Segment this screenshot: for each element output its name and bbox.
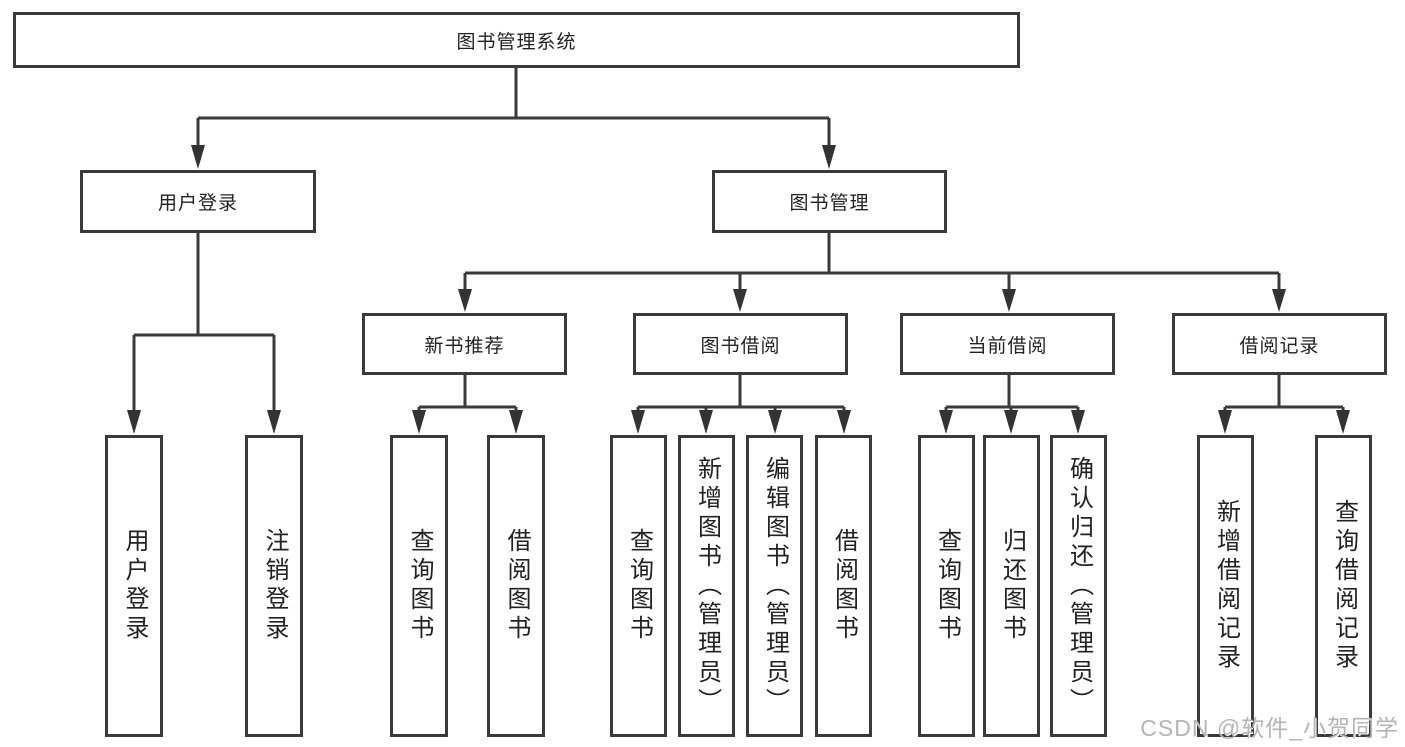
leaf-confirm-return-admin: 确认归还（管理员） [1050, 435, 1107, 737]
leaf-borrow-books: 借阅图书 [815, 435, 872, 737]
node-book-management: 图书管理 [712, 170, 947, 233]
node-book-borrow: 图书借阅 [633, 313, 848, 375]
leaf-current-query-books: 查询图书 [918, 435, 975, 737]
node-user-login: 用户登录 [80, 170, 316, 233]
leaf-recommend-query-books: 查询图书 [390, 435, 448, 737]
csdn-watermark: CSDN @软件_小贺同学 [1140, 715, 1399, 741]
leaf-borrow-query-books: 查询图书 [610, 435, 667, 737]
leaf-query-borrow-record: 查询借阅记录 [1315, 435, 1372, 737]
leaf-add-borrow-record: 新增借阅记录 [1197, 435, 1254, 737]
leaf-edit-books-admin: 编辑图书（管理员） [746, 435, 803, 737]
leaf-return-books: 归还图书 [983, 435, 1040, 737]
node-borrow-records: 借阅记录 [1172, 313, 1387, 375]
node-current-borrow: 当前借阅 [900, 313, 1115, 375]
leaf-user-login: 用户登录 [105, 435, 163, 737]
node-root: 图书管理系统 [13, 12, 1020, 68]
leaf-add-books-admin: 新增图书（管理员） [678, 435, 735, 737]
leaf-logout: 注销登录 [245, 435, 303, 737]
leaf-recommend-borrow-books: 借阅图书 [487, 435, 545, 737]
node-new-book-recommend: 新书推荐 [362, 313, 567, 375]
